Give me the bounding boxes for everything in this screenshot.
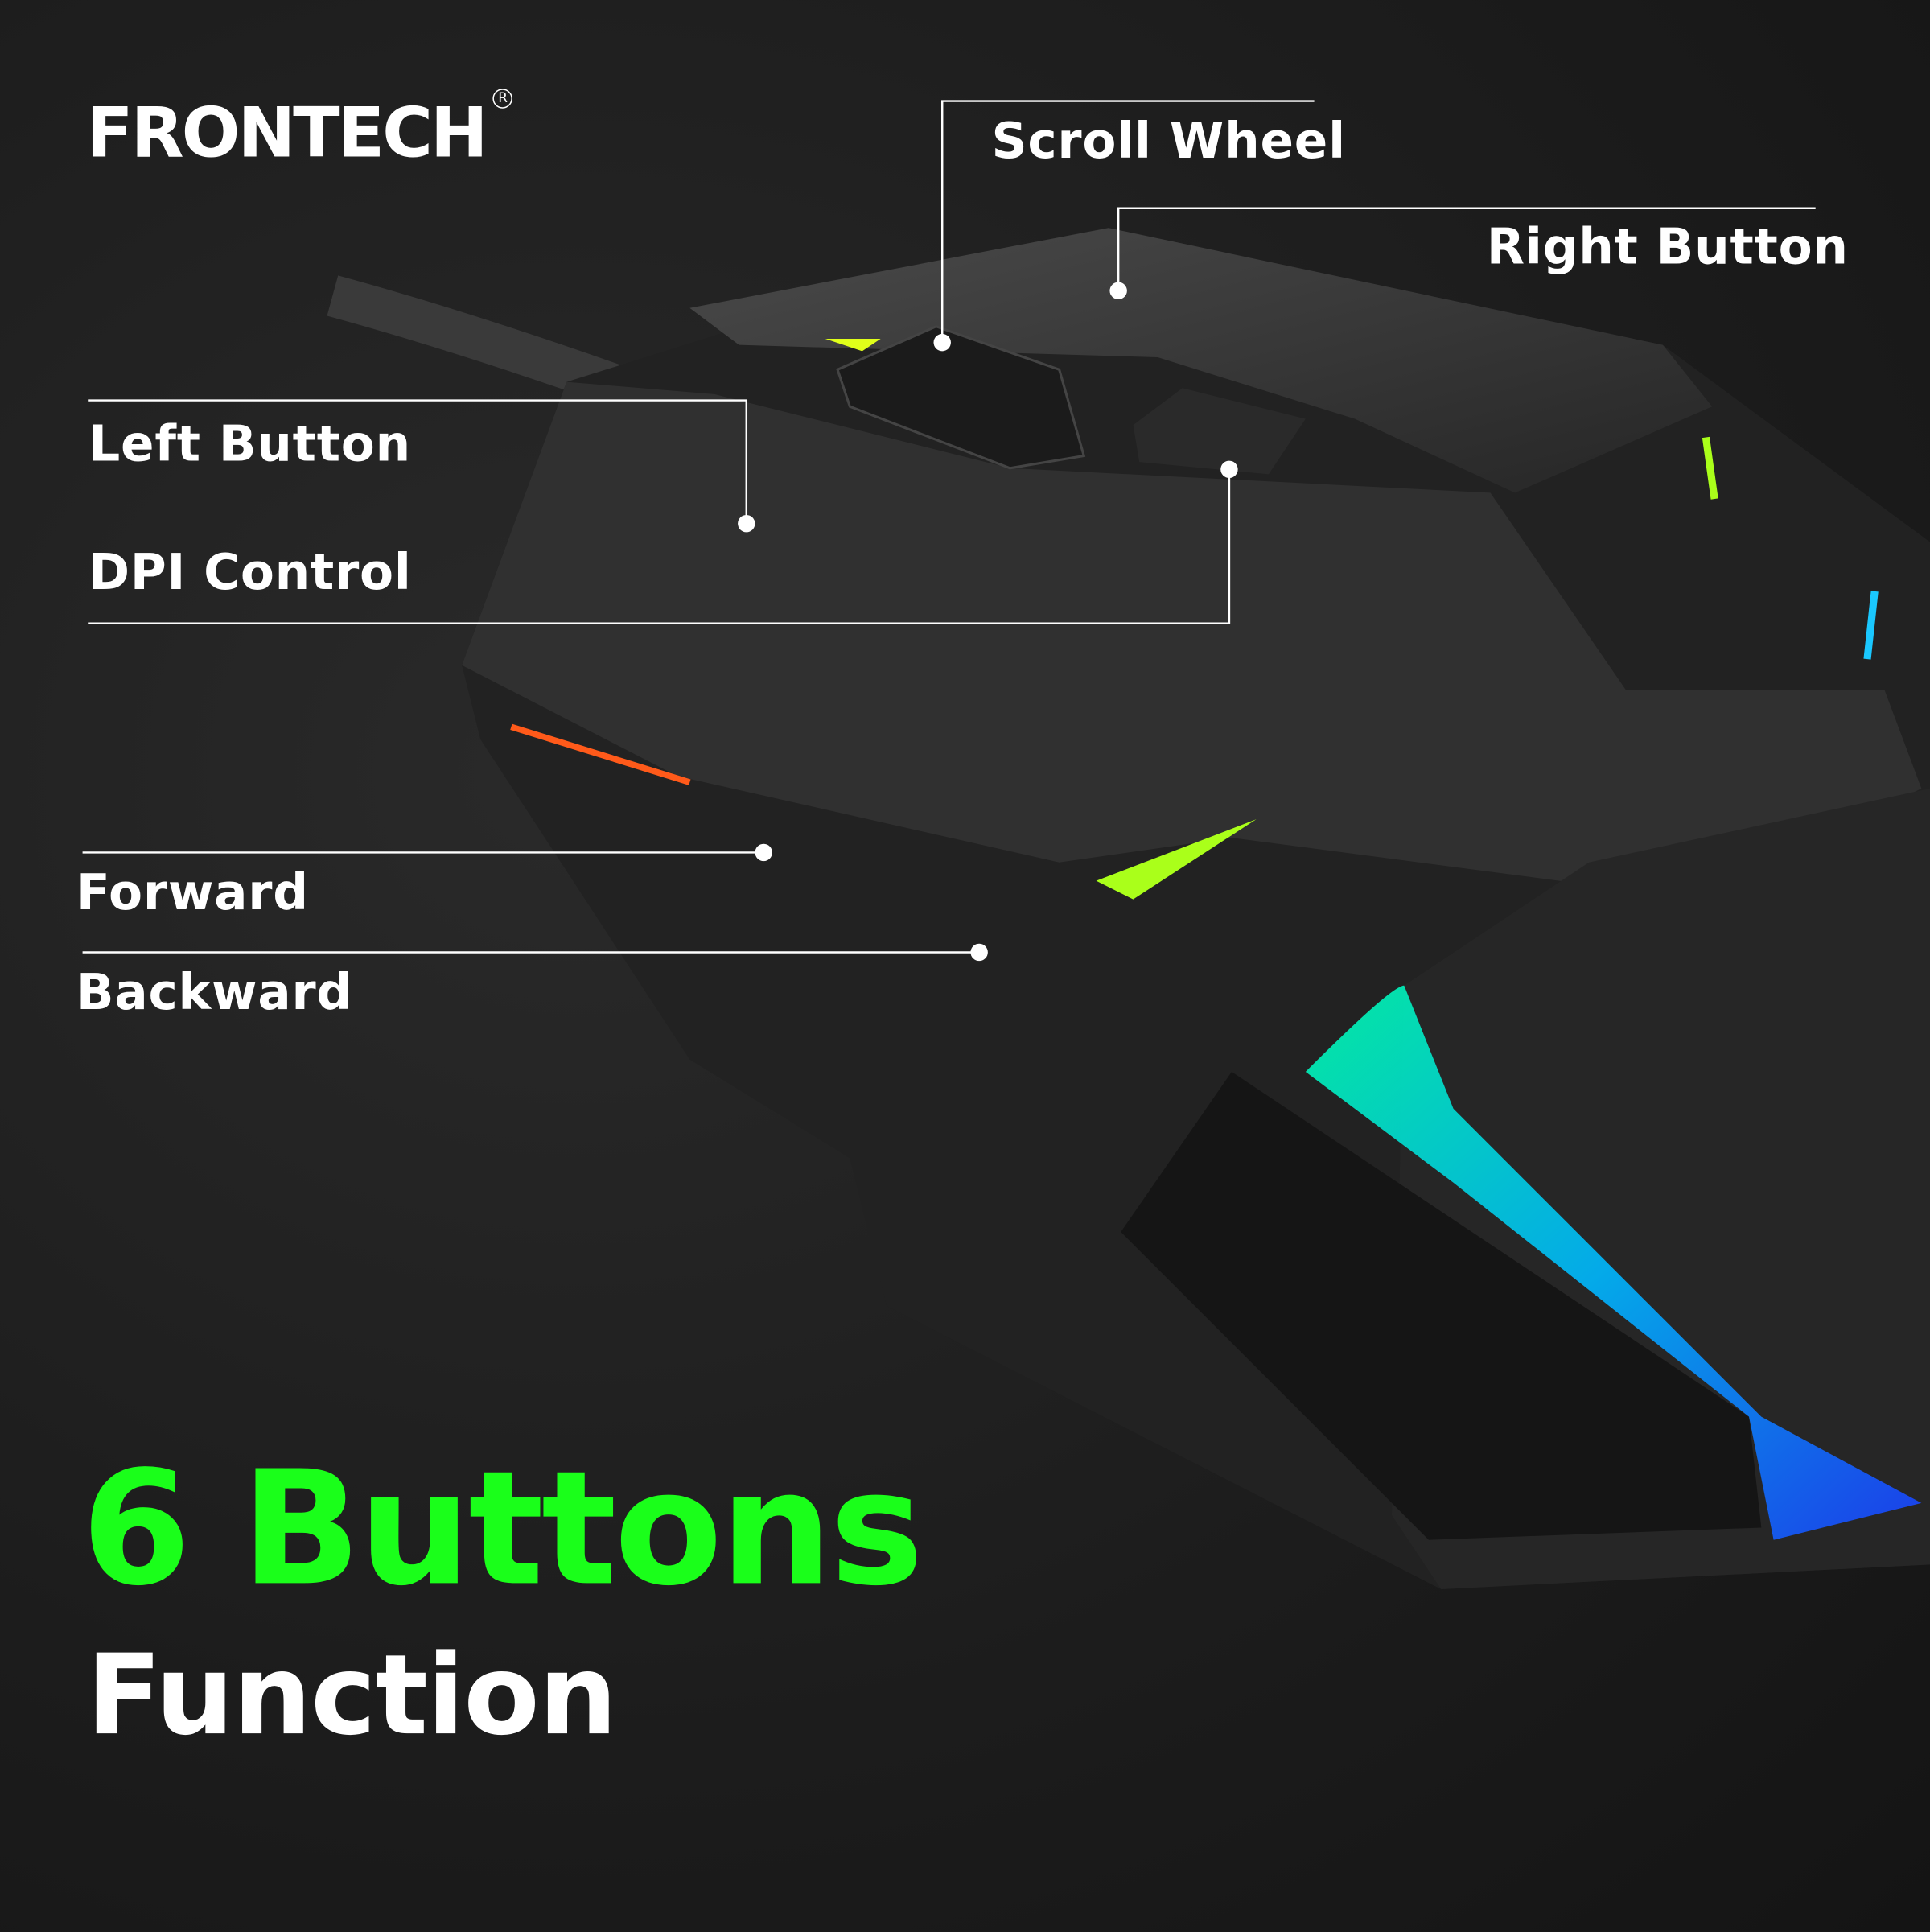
callout-backward: Backward bbox=[76, 964, 353, 1022]
right-button-shape bbox=[689, 228, 1713, 493]
brand-logo-group: FRONTECH R bbox=[86, 89, 513, 174]
rgb-accent-cyan bbox=[1863, 591, 1879, 660]
rgb-accent-yellow bbox=[825, 339, 881, 352]
brand-logo: FRONTECH bbox=[86, 93, 488, 174]
rgb-strip-lime bbox=[1096, 819, 1257, 900]
callout-dots bbox=[738, 282, 1238, 962]
callout-dpi-control: DPI Control bbox=[88, 544, 412, 602]
scroll-wheel-shape bbox=[836, 325, 1086, 470]
callout-lines bbox=[82, 100, 1816, 954]
rgb-strip-red bbox=[510, 723, 691, 785]
headline-subtitle: Function bbox=[86, 1631, 617, 1761]
dpi-button-shape bbox=[1133, 388, 1306, 475]
callout-forward: Forward bbox=[76, 864, 309, 922]
headline-title: 6 Buttons bbox=[81, 1437, 924, 1621]
callout-left-button: Left Button bbox=[88, 416, 411, 473]
callout-right-button: Right Button bbox=[1486, 219, 1849, 276]
left-button-shape bbox=[462, 381, 1922, 900]
side-vents bbox=[1121, 1071, 1762, 1540]
rgb-strip bbox=[1305, 985, 1922, 1540]
registered-mark-icon: R bbox=[492, 89, 513, 109]
rgb-accent-green bbox=[1702, 436, 1718, 500]
callout-scroll-wheel: Scroll Wheel bbox=[991, 113, 1346, 171]
